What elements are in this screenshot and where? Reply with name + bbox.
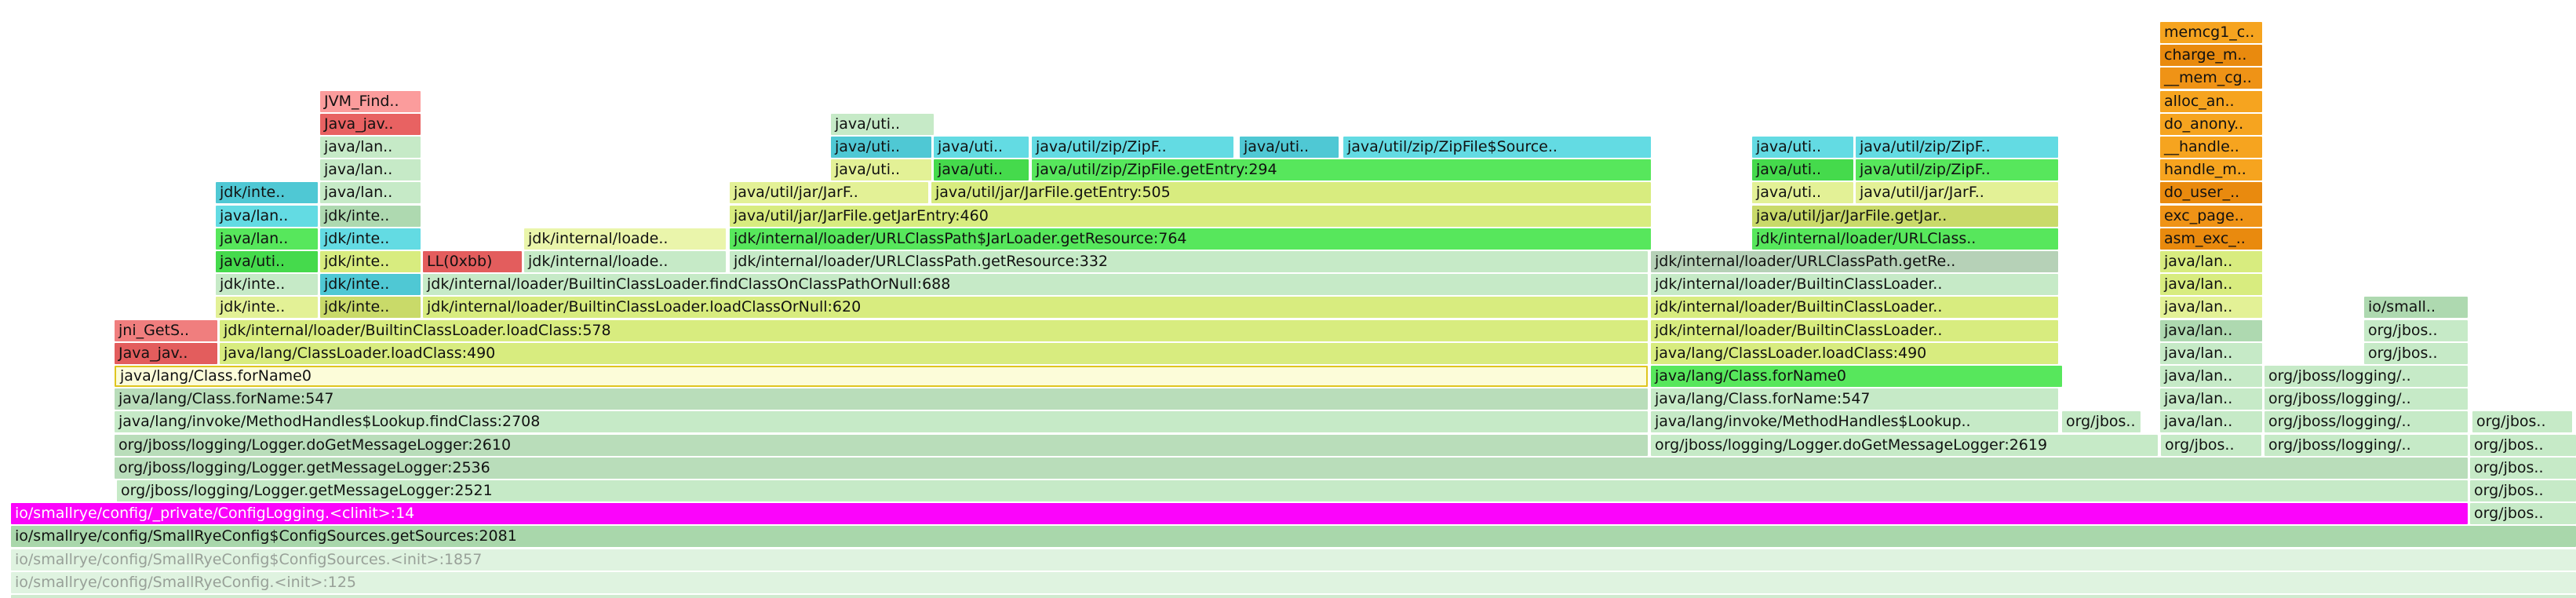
flame-frame[interactable]: java/uti.. bbox=[1752, 159, 1853, 180]
flame-frame[interactable]: org/jbos.. bbox=[2470, 503, 2576, 524]
flame-frame[interactable]: java/lan.. bbox=[216, 228, 318, 250]
flame-frame[interactable]: java/lan.. bbox=[320, 137, 421, 158]
flame-frame[interactable]: java/util/zip/ZipFile$Source.. bbox=[1343, 137, 1651, 158]
flame-frame[interactable]: org/jboss/logging/.. bbox=[2264, 388, 2468, 410]
flame-frame[interactable]: java/lan.. bbox=[2160, 411, 2262, 432]
flame-frame[interactable]: jdk/internal/loader/URLClassPath.getReso… bbox=[730, 251, 1648, 272]
flame-frame[interactable]: org/jbos.. bbox=[2062, 411, 2141, 432]
flame-frame[interactable]: jdk/inte.. bbox=[320, 206, 421, 227]
flame-frame[interactable]: JVM_Find.. bbox=[320, 91, 421, 112]
flame-frame[interactable]: jdk/internal/loader/BuiltinClassLoader.. bbox=[1651, 320, 2058, 341]
flame-frame[interactable]: java/uti.. bbox=[831, 114, 934, 135]
flame-frame[interactable]: jdk/internal/loader/URLClass.. bbox=[1752, 228, 2058, 250]
flame-frame[interactable]: java/lang/invoke/MethodHandles$Lookup.fi… bbox=[115, 411, 1648, 432]
flame-frame[interactable]: jdk/internal/loade.. bbox=[524, 228, 726, 250]
flame-frame[interactable]: java/lang/invoke/MethodHandles$Lookup.. bbox=[1651, 411, 2058, 432]
flame-frame[interactable]: jdk/inte.. bbox=[320, 274, 421, 295]
flame-frame[interactable]: org/jboss/logging/Logger.doGetMessageLog… bbox=[115, 435, 1648, 456]
flame-frame[interactable]: java/uti.. bbox=[934, 137, 1029, 158]
flame-frame[interactable]: java/lan.. bbox=[2160, 274, 2262, 295]
flame-frame[interactable]: java/util/zip/ZipF.. bbox=[1856, 137, 2058, 158]
flame-frame[interactable]: jdk/inte.. bbox=[320, 228, 421, 250]
flame-frame[interactable]: __handle.. bbox=[2160, 137, 2262, 158]
flame-frame[interactable]: asm_exc_.. bbox=[2160, 228, 2262, 250]
flame-frame[interactable]: alloc_an.. bbox=[2160, 91, 2262, 112]
flame-frame[interactable]: java/uti.. bbox=[1752, 182, 1853, 203]
flame-frame[interactable]: java/uti.. bbox=[216, 251, 318, 272]
flame-frame[interactable]: jdk/internal/loader/URLClassPath$JarLoad… bbox=[730, 228, 1651, 250]
flame-frame[interactable]: java/lan.. bbox=[216, 206, 318, 227]
flame-frame[interactable]: java/lan.. bbox=[2160, 343, 2262, 364]
flame-frame[interactable]: java/lan.. bbox=[2160, 251, 2262, 272]
flame-frame[interactable]: jdk/internal/loade.. bbox=[524, 251, 726, 272]
flame-frame[interactable]: jdk/inte.. bbox=[320, 297, 421, 318]
flame-frame[interactable]: org/jbos.. bbox=[2470, 480, 2576, 501]
flame-frame[interactable]: charge_m.. bbox=[2160, 45, 2262, 66]
flame-frame[interactable]: org/jboss/logging/Logger.getMessageLogge… bbox=[117, 480, 2468, 501]
flame-frame[interactable]: java/lan.. bbox=[2160, 366, 2262, 387]
flame-frame[interactable]: do_anony.. bbox=[2160, 114, 2262, 135]
flame-frame[interactable]: java/uti.. bbox=[1752, 137, 1853, 158]
flame-frame[interactable]: java/util/jar/JarFile.getEntry:505 bbox=[931, 182, 1651, 203]
flame-frame[interactable]: exc_page.. bbox=[2160, 206, 2262, 227]
flame-frame[interactable]: java/util/jar/JarFile.getJar.. bbox=[1752, 206, 2058, 227]
flame-frame[interactable]: java/util/zip/ZipF.. bbox=[1032, 137, 1233, 158]
flame-frame[interactable]: java/lang/Class.forName0 bbox=[115, 366, 1648, 387]
flame-frame[interactable] bbox=[11, 595, 2576, 598]
flame-frame[interactable]: java/uti.. bbox=[934, 159, 1029, 180]
flame-frame[interactable]: Java_jav.. bbox=[115, 343, 217, 364]
flame-frame[interactable]: java/lang/Class.forName:547 bbox=[115, 388, 1648, 410]
flame-frame[interactable]: jdk/internal/loader/BuiltinClassLoader.l… bbox=[423, 297, 1648, 318]
flame-frame[interactable]: LL(0xbb) bbox=[423, 251, 522, 272]
flame-frame[interactable]: org/jbos.. bbox=[2470, 435, 2576, 456]
flame-frame[interactable]: jdk/inte.. bbox=[216, 297, 318, 318]
flame-frame[interactable]: java/util/zip/ZipF.. bbox=[1856, 159, 2058, 180]
flame-frame[interactable]: org/jboss/logging/Logger.doGetMessageLog… bbox=[1651, 435, 2158, 456]
flame-frame[interactable]: java/lang/ClassLoader.loadClass:490 bbox=[220, 343, 1648, 364]
flame-frame[interactable]: io/smallrye/config/SmallRyeConfig.<init>… bbox=[11, 572, 2576, 593]
flame-frame[interactable]: jdk/internal/loader/URLClassPath.getRe.. bbox=[1651, 251, 2058, 272]
flame-frame[interactable]: org/jboss/logging/.. bbox=[2264, 435, 2468, 456]
flame-frame[interactable]: java/lan.. bbox=[2160, 388, 2262, 410]
flame-frame[interactable]: org/jbos.. bbox=[2364, 343, 2468, 364]
flame-frame[interactable]: org/jbos.. bbox=[2472, 411, 2572, 432]
flame-frame[interactable]: jdk/internal/loader/BuiltinClassLoader.. bbox=[1651, 297, 2058, 318]
flame-frame[interactable]: java/uti.. bbox=[831, 137, 931, 158]
flame-frame[interactable]: jdk/internal/loader/BuiltinClassLoader.f… bbox=[423, 274, 1648, 295]
flame-frame[interactable]: io/smallrye/config/SmallRyeConfig$Config… bbox=[11, 526, 2576, 547]
flame-frame[interactable]: io/smallrye/config/SmallRyeConfig$Config… bbox=[11, 549, 2576, 571]
flame-frame[interactable]: java/lang/Class.forName0 bbox=[1651, 366, 2062, 387]
flame-frame[interactable]: org/jboss/logging/Logger.getMessageLogge… bbox=[115, 458, 2468, 479]
flame-frame[interactable]: org/jbos.. bbox=[2470, 458, 2576, 479]
flame-frame[interactable]: java/lan.. bbox=[320, 159, 421, 180]
flame-frame[interactable]: java/uti.. bbox=[1240, 137, 1339, 158]
flame-frame[interactable]: java/uti.. bbox=[831, 159, 931, 180]
flame-frame[interactable]: org/jbos.. bbox=[2161, 435, 2261, 456]
flame-frame[interactable]: jdk/inte.. bbox=[216, 182, 318, 203]
flame-frame[interactable]: java/util/jar/JarF.. bbox=[1856, 182, 2058, 203]
flame-frame[interactable]: java/lan.. bbox=[320, 182, 421, 203]
flame-frame[interactable]: java/lan.. bbox=[2160, 320, 2262, 341]
flame-frame[interactable]: jdk/internal/loader/BuiltinClassLoader.l… bbox=[220, 320, 1648, 341]
flame-frame[interactable]: Java_jav.. bbox=[320, 114, 421, 135]
flame-frame[interactable]: __mem_cg.. bbox=[2160, 67, 2262, 89]
flame-frame[interactable]: jdk/inte.. bbox=[216, 274, 318, 295]
flame-frame[interactable]: jdk/internal/loader/BuiltinClassLoader.. bbox=[1651, 274, 2058, 295]
flame-frame[interactable]: handle_m.. bbox=[2160, 159, 2262, 180]
flame-frame[interactable]: java/util/zip/ZipFile.getEntry:294 bbox=[1032, 159, 1651, 180]
flame-frame[interactable]: jdk/inte.. bbox=[320, 251, 421, 272]
flame-frame[interactable]: jni_GetS.. bbox=[115, 320, 217, 341]
flame-frame[interactable]: do_user_.. bbox=[2160, 182, 2262, 203]
flame-frame[interactable]: java/lan.. bbox=[2160, 297, 2262, 318]
flame-frame[interactable]: org/jboss/logging/.. bbox=[2264, 366, 2468, 387]
flame-frame[interactable]: java/util/jar/JarF.. bbox=[730, 182, 928, 203]
flame-frame[interactable]: memcg1_c.. bbox=[2160, 22, 2262, 43]
flame-frame[interactable]: org/jboss/logging/.. bbox=[2264, 411, 2468, 432]
flame-frame[interactable]: java/lang/Class.forName:547 bbox=[1651, 388, 2058, 410]
flame-frame[interactable]: io/small.. bbox=[2364, 297, 2468, 318]
flame-frame[interactable]: org/jbos.. bbox=[2364, 320, 2468, 341]
flame-frame[interactable]: io/smallrye/config/_private/ConfigLoggin… bbox=[11, 503, 2468, 524]
flame-frame[interactable]: java/lang/ClassLoader.loadClass:490 bbox=[1651, 343, 2058, 364]
flame-frame[interactable]: java/util/jar/JarFile.getJarEntry:460 bbox=[730, 206, 1651, 227]
